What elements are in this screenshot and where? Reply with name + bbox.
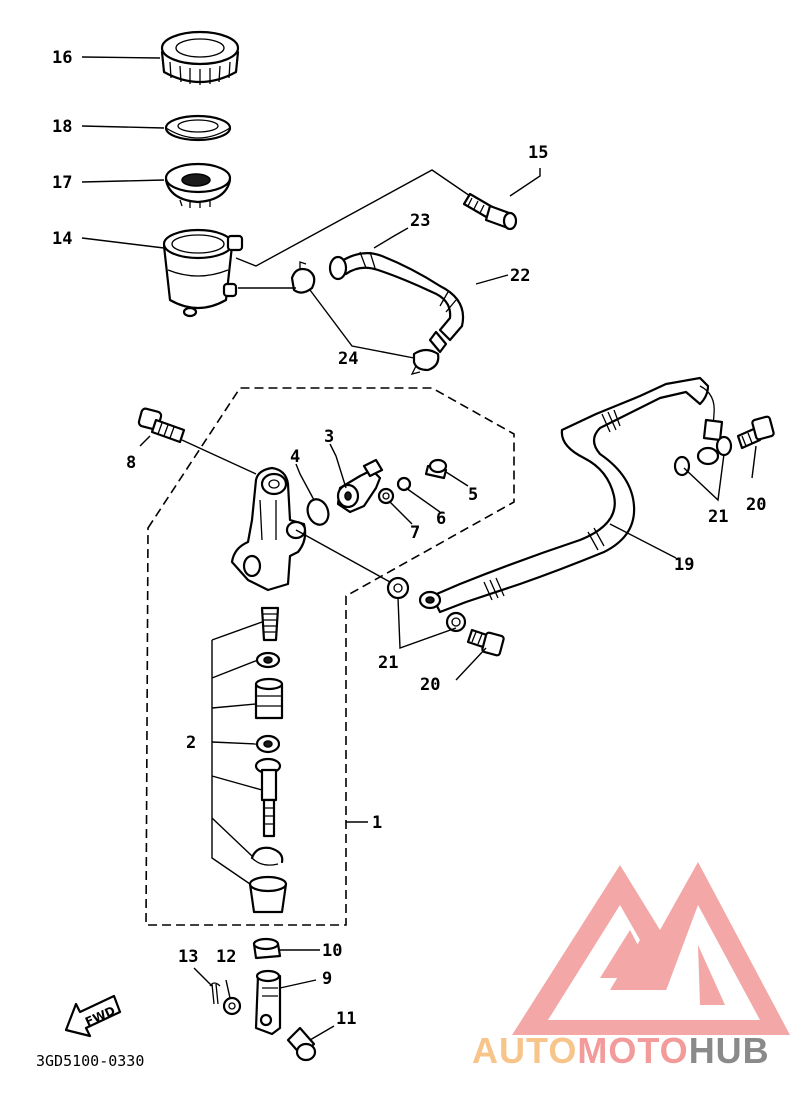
callout-1: 1: [372, 813, 382, 833]
callout-21-right: 21: [708, 507, 728, 527]
callout-11: 11: [336, 1009, 356, 1029]
callout-15: 15: [528, 143, 548, 163]
callout-8: 8: [126, 453, 136, 473]
callout-2: 2: [186, 733, 196, 753]
piston-kit: [248, 606, 288, 914]
callout-20-upper: 20: [746, 495, 766, 515]
reservoir-cap: [160, 30, 240, 85]
bolt-15: [462, 192, 518, 231]
watermark-hub: HUB: [689, 1030, 770, 1071]
callout-22: 22: [510, 266, 530, 286]
washer-21-lower: [445, 611, 467, 633]
washer-7: [377, 487, 395, 505]
diaphragm-plate: [164, 114, 232, 142]
master-cylinder-body: [230, 466, 307, 592]
callout-16: 16: [52, 48, 72, 68]
callout-23: 23: [410, 211, 430, 231]
fwd-arrow-icon[interactable]: FWD: [64, 994, 122, 1038]
callout-14: 14: [52, 229, 72, 249]
watermark-text: AUTOMOTOHUB: [472, 1030, 770, 1071]
reservoir-hose: [328, 251, 465, 354]
callout-19: 19: [674, 555, 694, 575]
watermark-logo: [512, 862, 790, 1035]
assembly-outline-dashed: [145, 387, 515, 926]
hose-joint: [336, 458, 384, 514]
screw-5: [424, 458, 448, 480]
union-bolt-20-upper: [736, 415, 775, 450]
callout-18: 18: [52, 117, 72, 137]
union-bolt-20-lower: [466, 628, 505, 657]
washer-21-right-b: [715, 435, 733, 457]
hose-clip-lower: [410, 348, 440, 375]
diaphragm: [164, 162, 232, 208]
brake-hose: [418, 376, 724, 614]
diagram-code: 3GD5100-0330: [36, 1052, 144, 1070]
pin-11: [286, 1026, 317, 1062]
callout-13: 13: [178, 947, 198, 967]
lock-nut-10: [252, 937, 282, 960]
callout-10: 10: [322, 941, 342, 961]
o-ring: [306, 498, 330, 526]
hose-clip-upper: [290, 261, 316, 294]
washer-6: [396, 476, 412, 492]
callout-20-lower: 20: [420, 675, 440, 695]
reservoir-tank: [162, 228, 244, 318]
callout-24: 24: [338, 349, 358, 369]
watermark-auto: AUTO: [472, 1030, 577, 1071]
washer-12: [222, 996, 242, 1016]
callout-6: 6: [436, 509, 446, 529]
watermark-moto: MOTO: [577, 1030, 688, 1071]
washer-21-right-a: [673, 455, 691, 477]
leader-lines: [81, 56, 757, 1041]
callout-12: 12: [216, 947, 236, 967]
callout-labels: 16 18 17 14 15 23 22 24 8 4 3 5 6 7 2 1 …: [52, 48, 766, 1029]
washer-21-left: [386, 576, 410, 600]
callout-9: 9: [322, 969, 332, 989]
bolt-8: [137, 407, 186, 444]
callout-3: 3: [324, 427, 334, 447]
callout-7: 7: [410, 523, 420, 543]
callout-4: 4: [290, 447, 300, 467]
clevis-9: [254, 969, 282, 1036]
callout-21-left: 21: [378, 653, 398, 673]
callout-17: 17: [52, 173, 72, 193]
callout-5: 5: [468, 485, 478, 505]
